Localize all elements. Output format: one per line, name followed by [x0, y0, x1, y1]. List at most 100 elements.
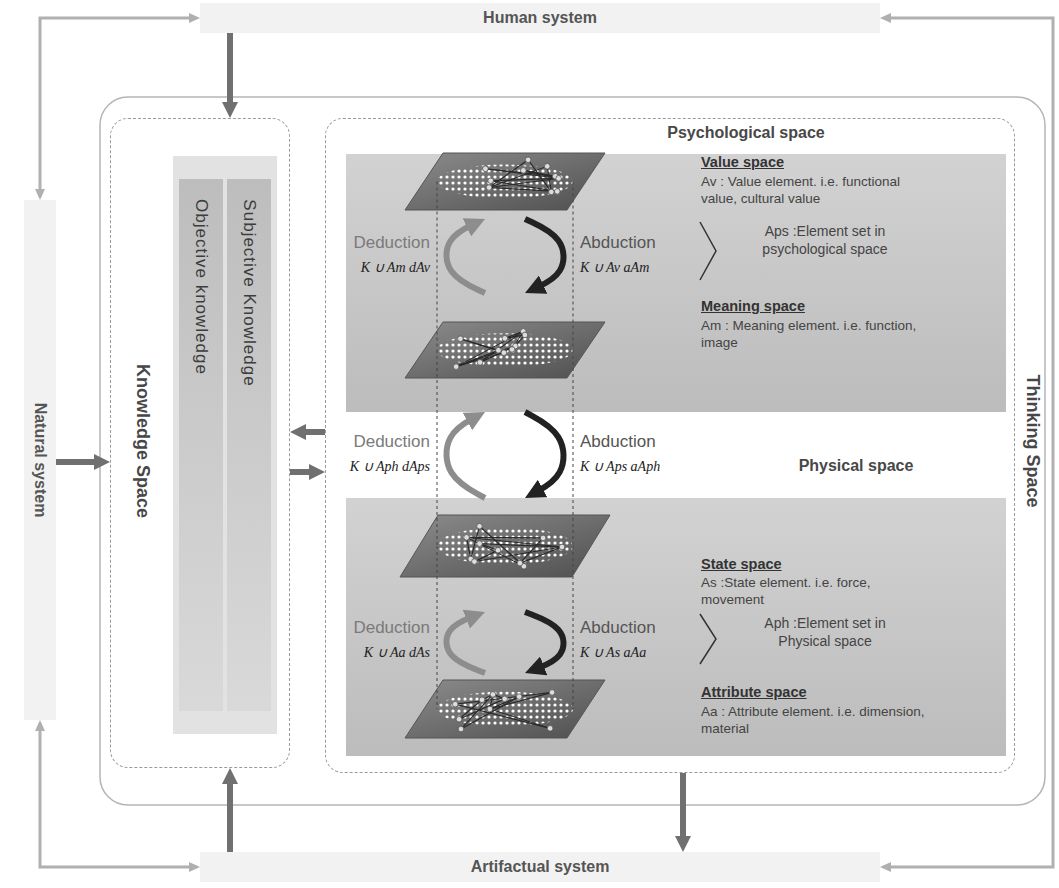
formula: K ∪ Aps aAph	[580, 458, 780, 476]
network-point	[477, 360, 483, 366]
network-point	[544, 163, 550, 169]
network-point	[496, 347, 502, 353]
formula: K ∪ As aAa	[580, 644, 780, 662]
flow-arrow	[56, 459, 102, 465]
set-label: Aps :Element set in psychological space	[735, 222, 915, 258]
network-point	[453, 364, 459, 370]
edge-label: Abduction	[580, 618, 780, 638]
knowledge-bar: Objective knowledge	[179, 179, 223, 711]
loop-arrow	[40, 725, 195, 867]
network-link	[480, 346, 515, 362]
knowledge-bar-fill	[227, 179, 271, 711]
network-point	[509, 347, 515, 353]
projection-line	[437, 182, 438, 351]
edge-label: Abduction	[580, 233, 780, 253]
space-plane-figure	[405, 680, 605, 738]
network-point	[483, 166, 489, 172]
edge-label: Deduction	[230, 618, 430, 638]
network-point	[525, 157, 531, 163]
space-heading: Attribute space	[701, 683, 981, 701]
loop-arrow	[885, 18, 1053, 867]
network-link	[460, 339, 503, 353]
abduction-arrow	[525, 412, 564, 494]
space-plane: Attribute space Aa : Attribute element. i…	[396, 673, 1001, 745]
projection-line	[573, 546, 574, 709]
frame-outline	[100, 97, 1045, 805]
network-point	[487, 706, 493, 712]
network-link	[474, 550, 498, 561]
space-panel: Physical spaceState spaceAs :State eleme…	[346, 498, 1006, 756]
network-point	[556, 176, 562, 182]
network-link	[461, 697, 519, 729]
flow-arrow	[680, 773, 686, 844]
network-point	[559, 544, 565, 550]
plane	[405, 153, 605, 210]
network-link	[547, 166, 551, 192]
system-band: Artifactual system	[200, 852, 880, 882]
bracket	[700, 222, 716, 280]
network-link	[520, 547, 562, 563]
network-link	[489, 160, 528, 188]
flow-arrow	[298, 429, 325, 435]
network-link	[459, 700, 482, 719]
network-point	[502, 336, 508, 342]
dot-ellipse	[437, 333, 573, 367]
space-plane-figure	[405, 322, 605, 378]
space-plane-figure	[400, 515, 610, 577]
network-point	[495, 547, 501, 553]
deduction-arrow	[446, 223, 485, 293]
projection-line	[437, 350, 438, 546]
network-link	[489, 166, 547, 187]
bracket	[700, 614, 716, 664]
flow-arrow	[227, 776, 233, 852]
edge-label: Deduction	[230, 432, 430, 452]
element-description: Aa : Attribute element. i.e. dimension, …	[701, 703, 936, 737]
band-fill	[24, 200, 56, 720]
space-heading: Value space	[701, 153, 981, 171]
formula: K ∪ Am dAv	[230, 259, 430, 277]
network-point	[477, 523, 483, 529]
abduction-arrow	[525, 612, 564, 670]
network-point	[516, 694, 522, 700]
network-point	[554, 189, 560, 195]
network-point	[458, 726, 464, 732]
deduction-arrow	[446, 416, 485, 498]
network-point	[502, 696, 508, 702]
network-link	[489, 188, 557, 192]
deduction-arrow	[446, 615, 485, 673]
network-link	[528, 160, 551, 192]
projection-line	[573, 350, 574, 546]
dot-ellipse	[437, 527, 573, 564]
network-point	[488, 178, 494, 184]
network-point	[477, 541, 483, 547]
knowledge-bar: Subjective Knowledge	[227, 179, 271, 711]
band-label: Natural system	[30, 403, 50, 518]
space-heading: Meaning space	[701, 297, 981, 315]
space-box: Knowledge SpaceObjective knowledgeSubjec…	[110, 118, 290, 768]
dot-ellipse	[437, 164, 573, 198]
network-point	[458, 336, 464, 342]
formula: K ∪ Aa dAs	[230, 644, 430, 662]
element-description: Am : Meaning element. i.e. function, ima…	[701, 317, 936, 351]
network-point	[486, 185, 492, 191]
panel-fill	[346, 154, 1006, 412]
panel-fill	[346, 498, 1006, 756]
knowledge-bar-fill	[179, 179, 223, 711]
network-point	[479, 697, 485, 703]
space-plane-figure	[405, 153, 605, 210]
formula: K ∪ Aph dAps	[230, 458, 430, 476]
network-link	[467, 537, 562, 547]
network-point	[501, 350, 507, 356]
network-link	[460, 339, 498, 351]
network-point	[456, 716, 462, 722]
network-link	[490, 709, 550, 728]
network-point	[547, 726, 553, 732]
abduction-arrow	[525, 219, 564, 289]
plane	[400, 515, 610, 577]
space-plane: Value spaceAv : Value element. i.e. func…	[396, 151, 1001, 219]
network-point	[472, 559, 478, 565]
space-label: Thinking Space	[1022, 374, 1043, 507]
formula: K ∪ Av aAm	[580, 259, 780, 277]
